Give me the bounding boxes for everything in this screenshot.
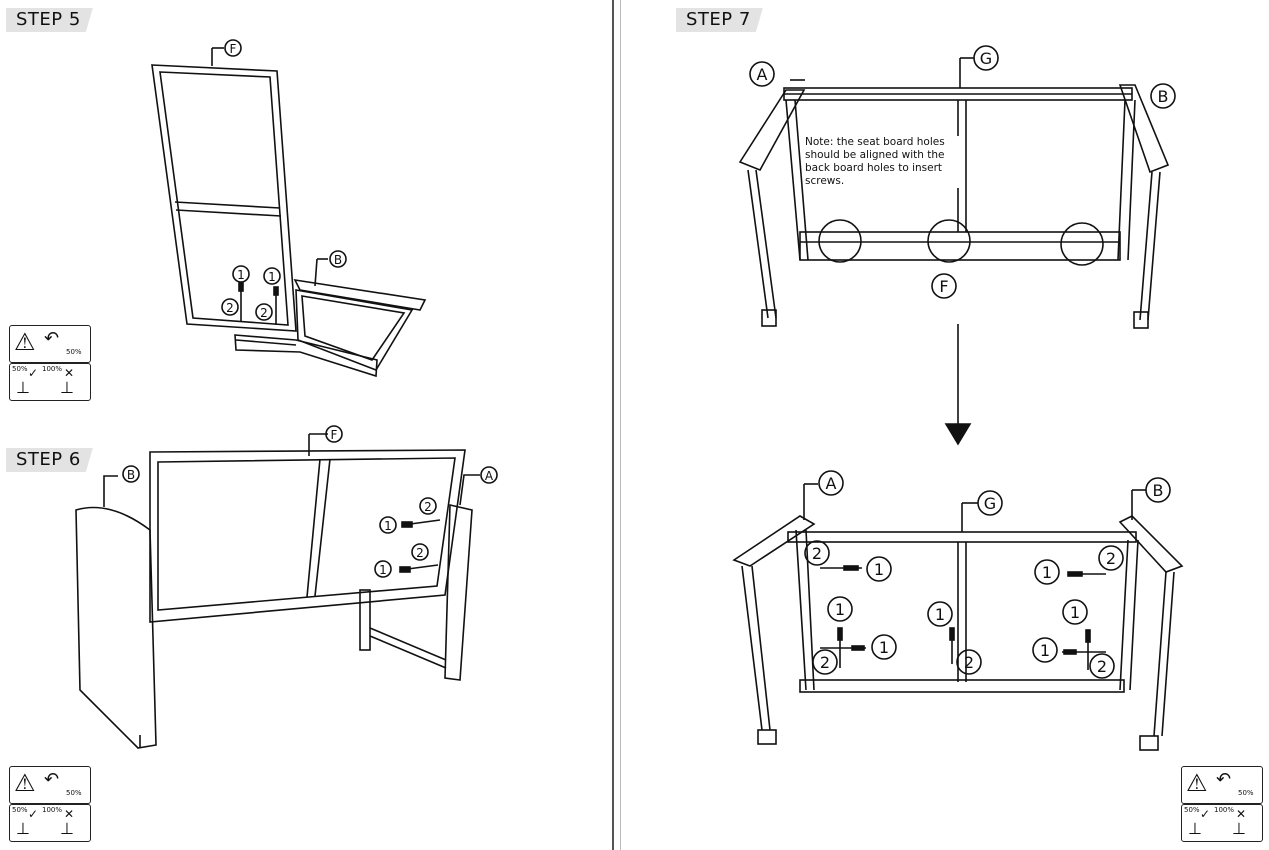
label-f-step7-top: F [939, 277, 948, 296]
step7-bottom-illustration [732, 470, 1184, 751]
label-g-step7-bottom: G [984, 494, 996, 513]
marker-2b-step6: 2 [416, 546, 424, 560]
step-5-title: STEP 5 [6, 8, 93, 32]
label-b-step7-bottom: B [1153, 481, 1164, 500]
step7-top-illustration [738, 45, 1176, 446]
marker-1a-step5: 1 [237, 268, 245, 282]
label-b-step5: B [334, 253, 342, 267]
label-a-step7-bottom: A [826, 474, 837, 493]
marker-2-a: 2 [812, 544, 822, 563]
step-6-title: STEP 6 [6, 448, 93, 472]
warning-torque-icon-2: ⚠ ↶ 50% 50% 100% ✓ ✕ ⊥ ⊥ [9, 766, 91, 842]
marker-1b-step5: 1 [268, 270, 276, 284]
marker-2b-step5: 2 [260, 306, 268, 320]
back-frame-f-2 [149, 449, 466, 623]
marker-1-d: 1 [935, 605, 945, 624]
page-divider-shadow [620, 0, 621, 850]
label-b-step6: B [127, 468, 135, 482]
label-g-step7-top: G [980, 49, 992, 68]
side-a [444, 504, 473, 681]
marker-1a-step6: 1 [384, 519, 392, 533]
marker-1-a: 1 [874, 560, 884, 579]
marker-2-c: 2 [964, 653, 974, 672]
step-7-title: STEP 7 [676, 8, 763, 32]
side-b [75, 506, 157, 749]
marker-1-g: 1 [1040, 641, 1050, 660]
marker-1-e: 1 [1042, 563, 1052, 582]
marker-2-b: 2 [820, 653, 830, 672]
label-f-step5: F [230, 42, 237, 56]
marker-2a-step6: 2 [424, 500, 432, 514]
step6-illustration [75, 425, 498, 749]
marker-1b-step6: 1 [379, 563, 387, 577]
marker-1-b: 1 [835, 600, 845, 619]
seat-b [293, 278, 427, 311]
back-frame-f [151, 64, 297, 332]
marker-1-f: 1 [1070, 603, 1080, 622]
warning-torque-icon-3: ⚠ ↶ 50% 50% 100% ✓ ✕ ⊥ ⊥ [1181, 766, 1263, 842]
label-a-step7-top: A [757, 65, 768, 84]
label-b-step7-top: B [1158, 87, 1169, 106]
label-f-step6: F [331, 428, 338, 442]
marker-2a-step5: 2 [226, 301, 234, 315]
warning-torque-icon: ⚠ ↶ 50% 50% 100% ✓ ✕ ⊥ ⊥ [9, 325, 91, 401]
marker-2-d: 2 [1106, 549, 1116, 568]
page-divider [612, 0, 614, 850]
step5-illustration [151, 39, 427, 378]
alignment-note: Note: the seat board holes should be ali… [805, 136, 961, 188]
marker-2-e: 2 [1097, 657, 1107, 676]
label-a-step6: A [485, 469, 494, 483]
marker-1-c: 1 [879, 638, 889, 657]
